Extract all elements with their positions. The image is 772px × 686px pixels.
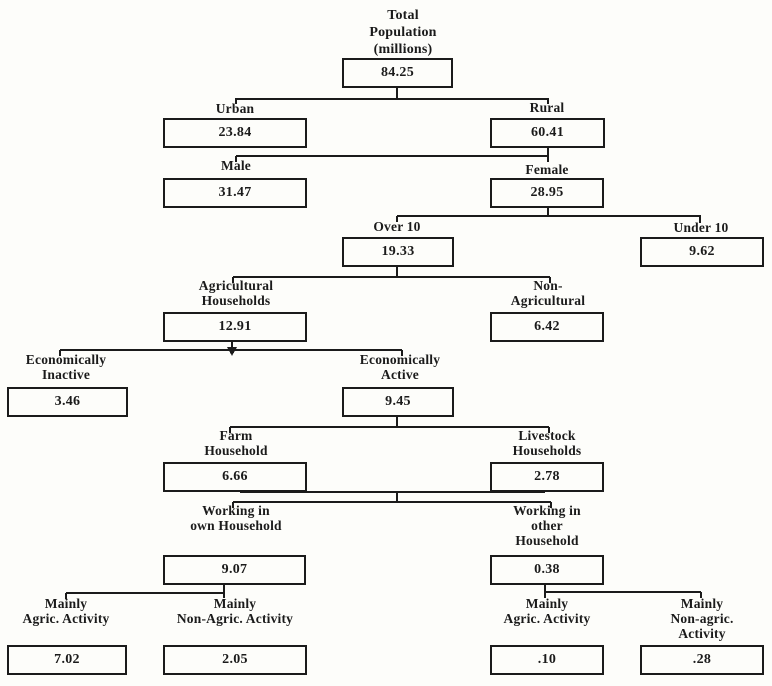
- node-label-under-10: Under 10: [673, 220, 729, 235]
- node-label-female: Female: [525, 162, 569, 177]
- node-label-mainly-non-agric-activity-other: Mainly Non-agric. Activity: [670, 596, 734, 641]
- node-box-over-10: 19.33: [342, 237, 454, 267]
- connector-arrowhead: [227, 347, 237, 356]
- connector-female-split: [396, 208, 701, 223]
- node-box-mainly-non-agric-activity-other: .28: [640, 645, 764, 675]
- node-box-urban: 23.84: [163, 118, 307, 148]
- node-label-working-in-other-household: Working in other Household: [513, 503, 581, 548]
- node-label-agricultural-households: Agricultural Households: [198, 278, 274, 308]
- node-box-economically-inactive: 3.46: [7, 387, 128, 417]
- node-box-economically-active: 9.45: [342, 387, 454, 417]
- diagram-title: Total Population (millions): [369, 8, 437, 57]
- node-label-mainly-non-agric-activity-own: Mainly Non-Agric. Activity: [176, 596, 294, 626]
- node-label-mainly-agric-activity-own: Mainly Agric. Activity: [22, 596, 110, 626]
- node-label-economically-active: Economically Active: [359, 352, 441, 382]
- node-label-non-agricultural: Non- Agricultural: [510, 278, 586, 308]
- connector-total-split: [235, 88, 549, 104]
- connector-own-split: [65, 585, 225, 599]
- node-box-working-in-own-household: 9.07: [163, 555, 306, 585]
- node-box-mainly-agric-activity-other: .10: [490, 645, 604, 675]
- node-label-rural: Rural: [529, 100, 565, 115]
- node-box-female: 28.95: [490, 178, 604, 208]
- node-box-male: 31.47: [163, 178, 307, 208]
- node-box-farm-household: 6.66: [163, 462, 307, 492]
- node-box-rural: 60.41: [490, 118, 605, 148]
- node-box-agricultural-households: 12.91: [163, 312, 307, 342]
- node-label-farm-household: Farm Household: [204, 428, 268, 458]
- node-label-urban: Urban: [215, 101, 255, 116]
- node-label-male: Male: [220, 158, 252, 173]
- node-label-mainly-agric-activity-other: Mainly Agric. Activity: [503, 596, 591, 626]
- node-box-mainly-non-agric-activity-own: 2.05: [163, 645, 307, 675]
- connector-other-split: [544, 585, 702, 598]
- node-label-livestock-households: Livestock Households: [512, 428, 582, 458]
- node-box-total: 84.25: [342, 58, 453, 88]
- node-box-mainly-agric-activity-own: 7.02: [7, 645, 127, 675]
- node-box-livestock-households: 2.78: [490, 462, 604, 492]
- connector-over10-split: [232, 267, 551, 283]
- connector-active-split: [229, 417, 550, 433]
- connector-rural-split: [235, 148, 549, 162]
- node-label-working-in-own-household: Working in own Household: [190, 503, 282, 533]
- node-box-non-agricultural: 6.42: [490, 312, 604, 342]
- connector-households-join: [232, 491, 552, 508]
- node-label-economically-inactive: Economically Inactive: [25, 352, 107, 382]
- node-box-under-10: 9.62: [640, 237, 764, 267]
- node-label-over-10: Over 10: [373, 219, 421, 234]
- node-box-working-in-other-household: 0.38: [490, 555, 604, 585]
